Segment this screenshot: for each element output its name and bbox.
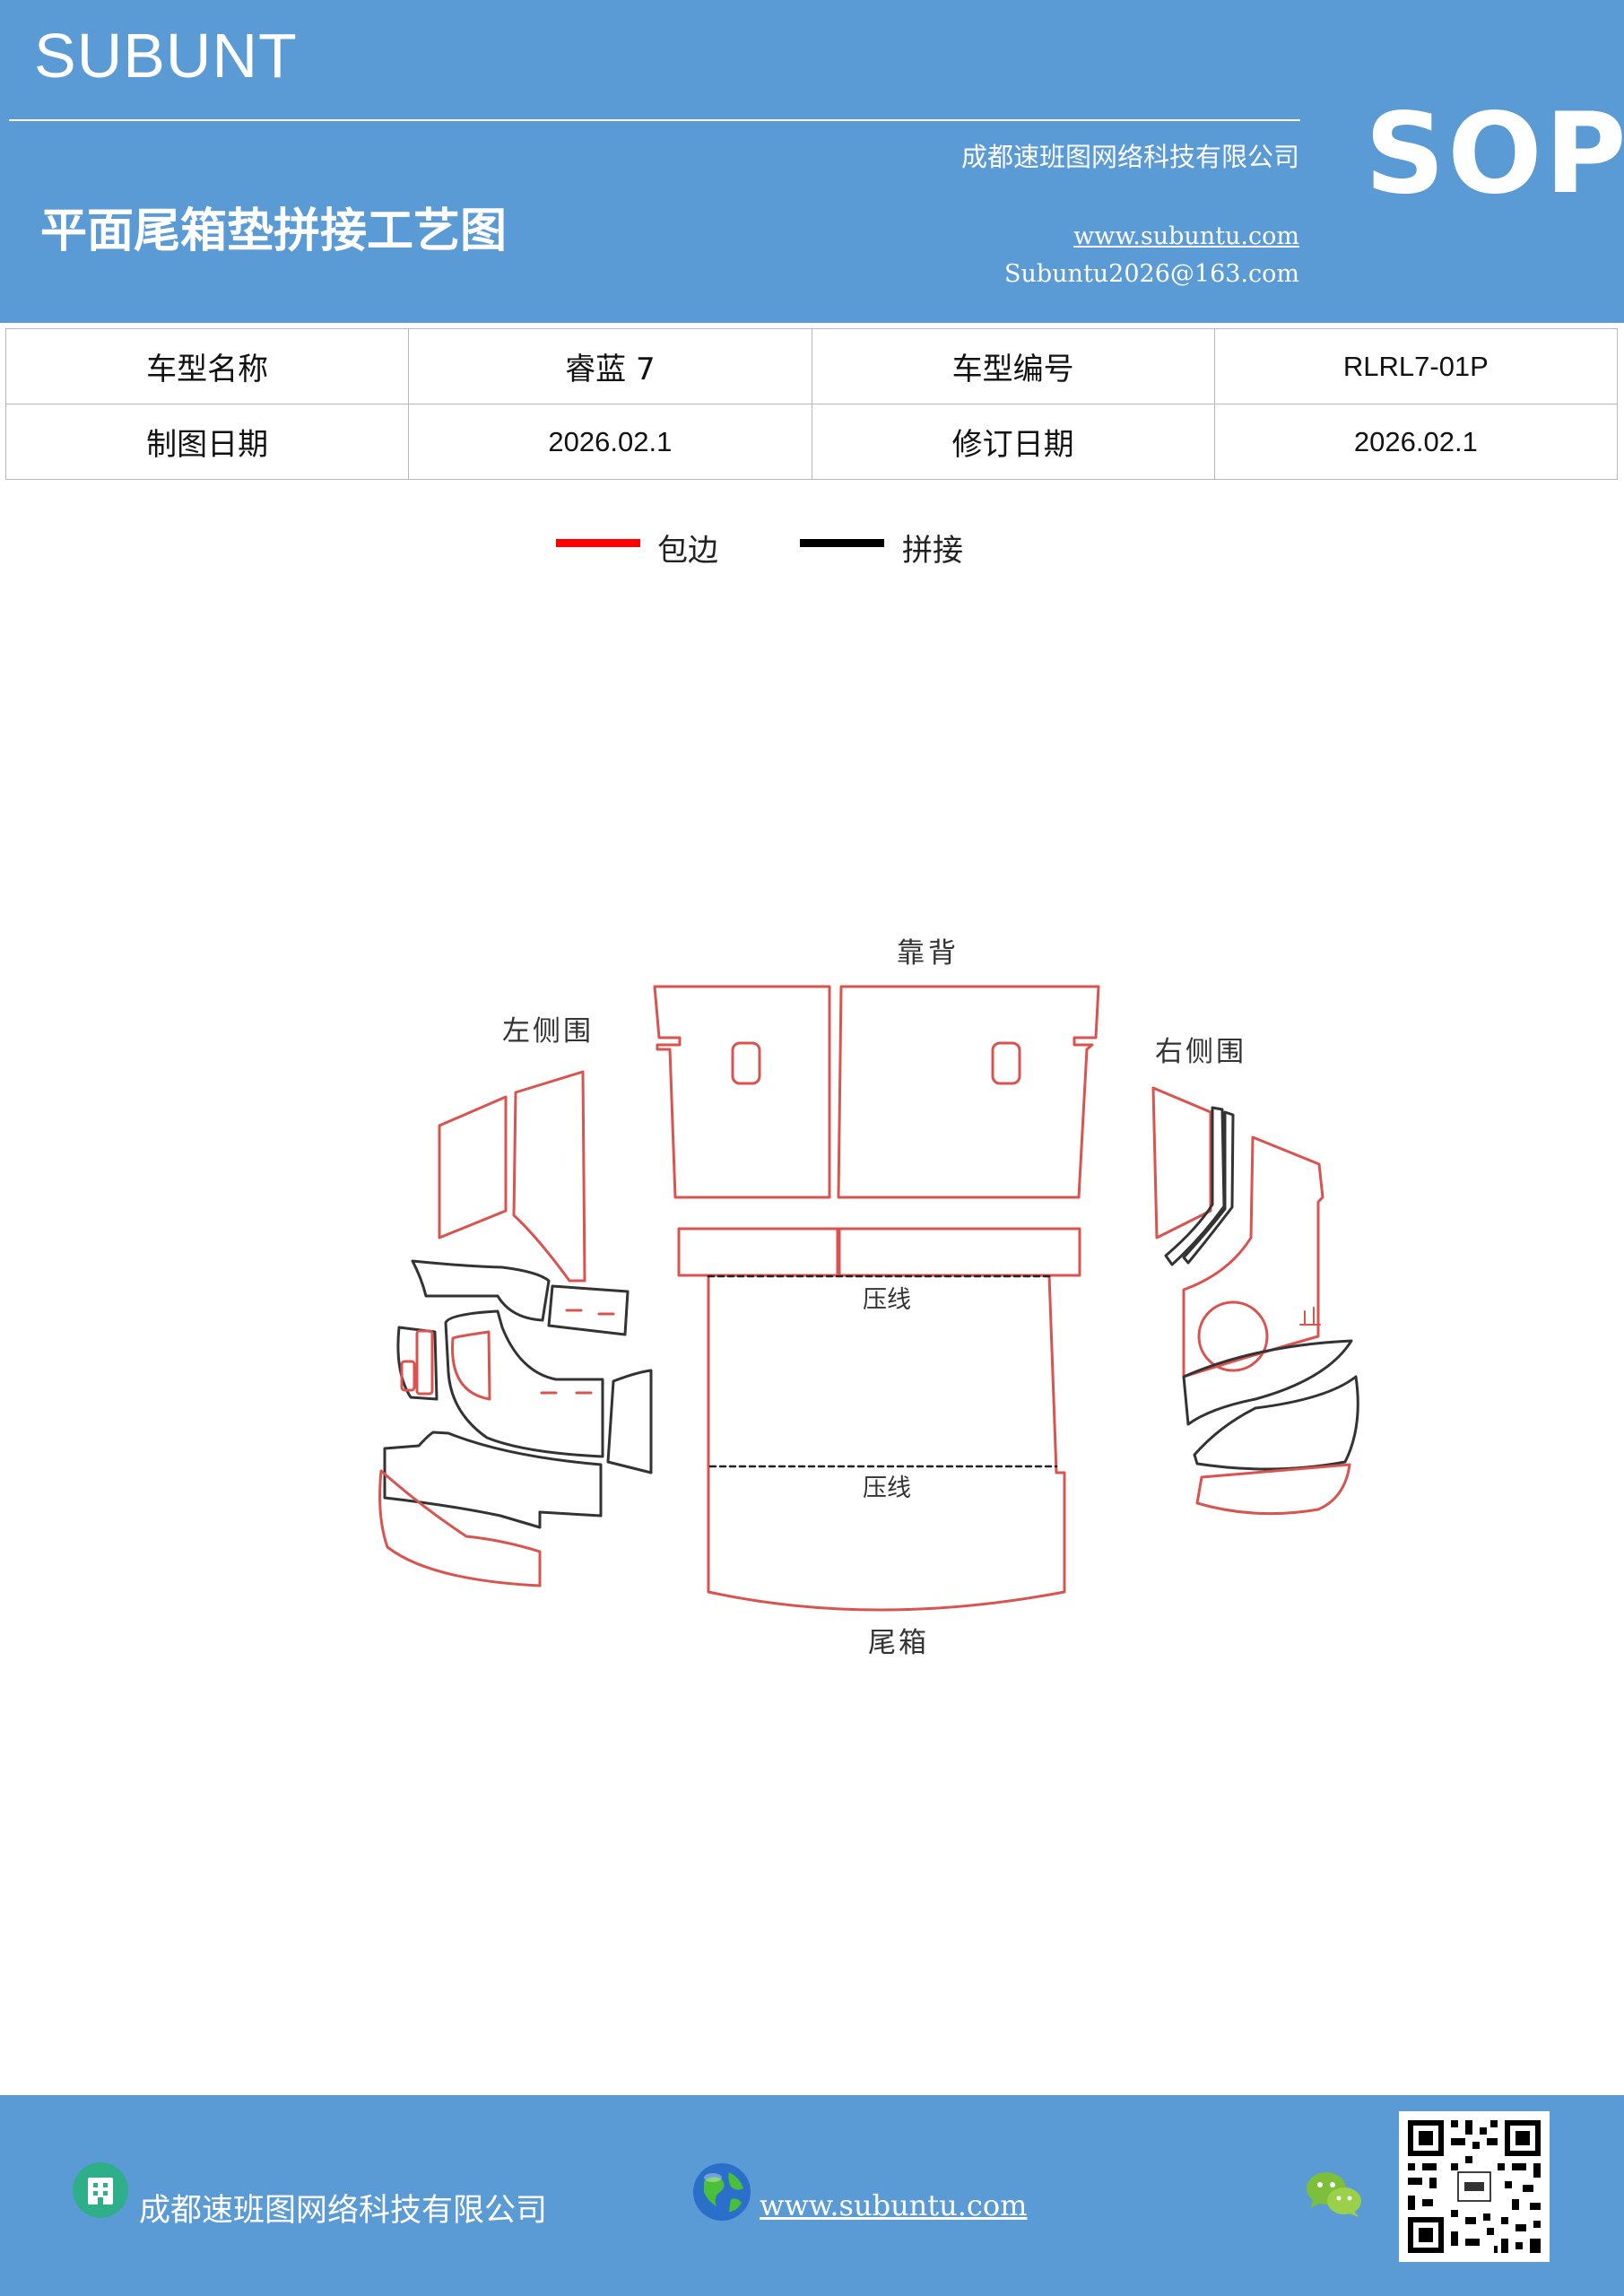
left-piece-6 [444,1309,604,1458]
right-side-pieces [1151,1086,1359,1516]
header-divider [9,119,1300,121]
table-row: 制图日期 2026.02.1 修订日期 2026.02.1 [4,404,1619,480]
model-name-value: 睿蓝 7 [408,328,812,404]
brand-logo: SUBUNT [34,21,298,91]
left-edge-marks [540,1309,615,1395]
qr-code[interactable] [1399,2111,1550,2262]
model-code-label: 车型编号 [811,328,1215,404]
backrest-label: 靠背 [897,937,960,970]
table-row: 车型名称 睿蓝 7 车型编号 RLRL7-01P [4,328,1619,404]
left-piece-1 [438,1095,508,1239]
crease-lines [707,1274,1058,1468]
seam-legend-label: 拼接 [902,533,963,569]
globe-icon [693,2163,751,2221]
left-piece-6-slot [451,1330,491,1401]
right-piece-5 [1182,1339,1353,1426]
left-piece-7 [606,1369,653,1474]
backrest-left-cutout [731,1041,761,1085]
trunk-mat-diagram: 靠背 左侧围 右侧围 压线 压线 尾箱 [378,937,1359,1659]
vehicle-info-table: 车型名称 睿蓝 7 车型编号 RLRL7-01P 制图日期 2026.02.1 … [4,328,1619,480]
edge-legend-label: 包边 [657,533,718,569]
draw-date-label: 制图日期 [4,404,410,480]
right-piece-7 [1195,1463,1351,1516]
wechat-icon[interactable] [1305,2169,1364,2221]
left-piece-9 [378,1469,542,1587]
right-piece-2 [1164,1106,1226,1266]
revise-date-value: 2026.02.1 [1213,404,1619,480]
trunk-strip-left [677,1227,839,1277]
draw-date-value: 2026.02.1 [408,404,812,480]
trunk-strip-right [838,1227,1081,1277]
footer-website-link[interactable]: www.subuntu.com [760,2188,1028,2222]
left-piece-5-slot-2 [400,1360,416,1392]
seam-legend-swatch [800,539,884,547]
header-email: Subuntu2026@163.com [1004,260,1299,288]
left-piece-2 [512,1070,586,1283]
trunk-main-panel [707,1274,1066,1612]
footer-banner: 成都速班图网络科技有限公司 www.subuntu.com [0,2095,1624,2296]
edge-legend-swatch [556,539,640,547]
model-code-value: RLRL7-01P [1213,328,1619,404]
footer-company-name: 成都速班图网络科技有限公司 [139,2193,548,2229]
backrest-panels [653,985,1100,1199]
right-piece-3 [1182,1110,1235,1265]
right-side-label: 右侧围 [1155,1036,1246,1068]
document-title: 平面尾箱垫拼接工艺图 [40,204,508,258]
right-piece-6 [1193,1375,1359,1471]
left-piece-3 [411,1259,551,1322]
sop-badge: SOP [1365,90,1624,219]
right-small-mark [1299,1307,1321,1326]
right-piece-1 [1151,1086,1212,1239]
left-piece-5-slot-1 [415,1329,434,1396]
crease-label-2: 压线 [863,1474,911,1502]
diagram-legend: 包边 拼接 [0,520,1624,574]
model-name-label: 车型名称 [4,328,410,404]
left-side-label: 左侧围 [502,1015,594,1048]
right-piece-4 [1182,1135,1324,1378]
trunk-label: 尾箱 [868,1627,929,1659]
crease-label-1: 压线 [863,1286,911,1314]
header-company-name: 成都速班图网络科技有限公司 [960,142,1299,172]
backrest-right-cutout [991,1041,1021,1085]
left-piece-8 [383,1431,603,1529]
backrest-right-panel [837,985,1100,1199]
left-piece-4 [547,1284,630,1336]
revise-date-label: 修订日期 [811,404,1215,480]
right-piece-4-hole [1197,1300,1269,1372]
header-banner: SUBUNT 成都速班图网络科技有限公司 平面尾箱垫拼接工艺图 www.subu… [0,0,1624,323]
backrest-left-panel [653,985,831,1199]
left-side-pieces [378,1070,653,1587]
header-website-link[interactable]: www.subuntu.com [1073,222,1299,250]
building-icon [73,2162,128,2218]
